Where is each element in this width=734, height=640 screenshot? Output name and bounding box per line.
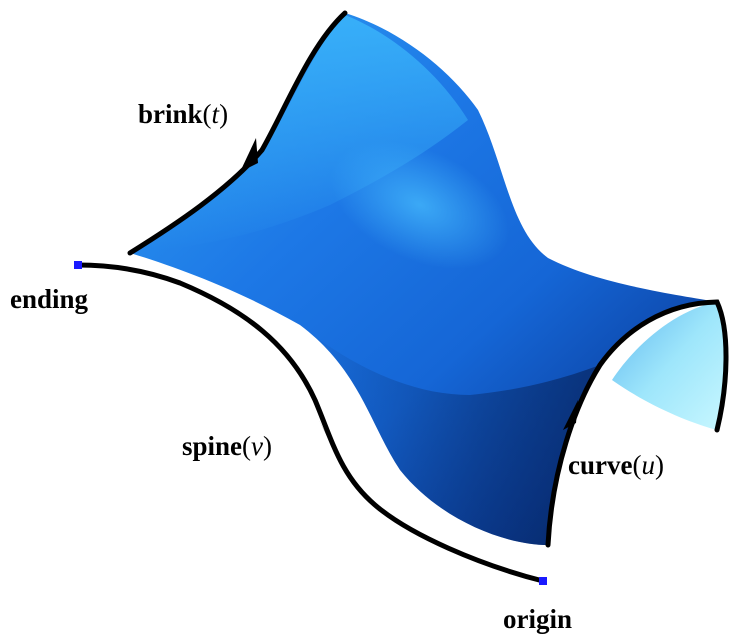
brink-label-close: ) (219, 99, 228, 129)
curve-label-close: ) (655, 450, 664, 480)
ending-point-icon (74, 261, 82, 269)
brink-label: brink(t) (138, 101, 228, 128)
origin-label: origin (503, 606, 572, 633)
origin-label-text: origin (503, 604, 572, 634)
spine-label-variable: v (251, 431, 263, 461)
spine-label: spine(v) (182, 433, 272, 460)
brink-label-open: ( (203, 99, 212, 129)
curve-label: curve(u) (568, 452, 664, 479)
spine-label-open: ( (242, 431, 251, 461)
brink-label-name: brink (138, 99, 203, 129)
origin-point-icon (539, 577, 547, 585)
ending-label-text: ending (10, 284, 88, 314)
ending-label: ending (10, 286, 88, 313)
spine-label-name: spine (182, 431, 242, 461)
curve-label-name: curve (568, 450, 632, 480)
curve-label-variable: u (641, 450, 655, 480)
spine-label-close: ) (263, 431, 272, 461)
brink-label-variable: t (212, 99, 220, 129)
